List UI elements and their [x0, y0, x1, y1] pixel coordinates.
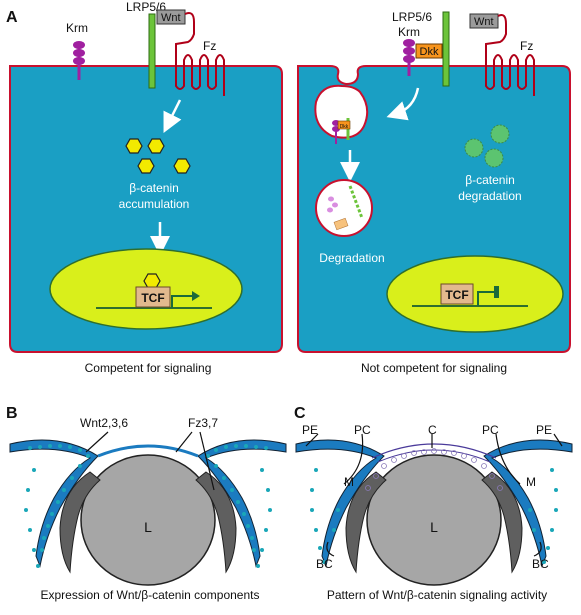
krm-label: Krm	[66, 21, 88, 35]
accumulation-line1: β-catenin	[129, 181, 179, 195]
signaling-activity-dots	[365, 448, 503, 491]
repression-bar	[494, 286, 499, 298]
krm-label-right: Krm	[398, 25, 420, 39]
bc-left-label: BC	[316, 557, 333, 571]
non-competent-cell: Dkk Krm LRP5/6 Dkk Wnt Fz	[297, 10, 571, 375]
c-label: C	[428, 423, 437, 437]
m-right-label: M	[526, 475, 536, 489]
wnt-label: Wnt	[161, 12, 181, 24]
tcf-label-right: TCF	[445, 288, 468, 302]
degraded-fragments	[327, 185, 364, 231]
fz-pointer-2	[199, 431, 215, 491]
right-nucleus	[386, 255, 564, 333]
arrow-to-accumulation	[163, 99, 182, 133]
beta-catenin-hex	[125, 138, 143, 154]
beta-catenin-hex	[147, 138, 165, 154]
lysosome	[315, 179, 373, 237]
fz-receptor	[175, 12, 225, 96]
iris-right-c	[481, 471, 523, 574]
fz-genes-label: Fz3,7	[188, 416, 218, 430]
accumulation-line2: accumulation	[119, 197, 190, 211]
pe-left-label: PE	[302, 423, 318, 437]
wnt-pointer	[85, 431, 109, 453]
lrp-receptor	[148, 13, 156, 89]
transcription-arrowhead	[192, 291, 200, 301]
dkk-protein	[415, 43, 443, 59]
lens-c	[366, 454, 502, 586]
tcf-box-right	[440, 283, 474, 305]
panel-b-eye: L	[9, 431, 287, 586]
arrow-to-vesicle	[386, 87, 420, 121]
beta-catenin-hex	[173, 158, 191, 174]
degraded-beta-catenin	[464, 124, 510, 168]
fz-label-right: Fz	[520, 39, 533, 53]
wnt-ligand-right	[469, 13, 499, 29]
fz-expression-dots	[24, 444, 272, 568]
lrp-label: LRP5/6	[126, 0, 166, 14]
panel-a-letter: A	[6, 9, 18, 26]
ectoderm-top	[97, 444, 199, 458]
pe-right-pointer	[553, 433, 563, 447]
wnt-ligand	[156, 9, 186, 25]
cornea-inner	[377, 449, 491, 463]
lrp-label-right: LRP5/6	[392, 10, 432, 24]
endocytic-vesicle	[314, 84, 369, 139]
degradation-label: Degradation	[319, 251, 384, 265]
wnt-label-right: Wnt	[474, 16, 494, 28]
panel-c-letter: C	[294, 405, 306, 422]
bc-left-pointer	[326, 541, 335, 557]
panel-b-letter: B	[6, 405, 18, 422]
tcf-box	[135, 286, 171, 308]
fz-label: Fz	[203, 39, 216, 53]
left-caption: Competent for signaling	[85, 361, 212, 375]
ciliary-margin-dots	[310, 468, 558, 564]
iris-left-c	[345, 471, 387, 574]
lens	[80, 454, 216, 586]
pe-left-pointer	[305, 433, 319, 447]
krm-receptor	[73, 41, 85, 80]
optic-cup-left	[9, 439, 99, 568]
krm-receptor-right	[403, 39, 415, 76]
nuclear-beta-catenin-hex	[143, 273, 161, 289]
wnt-genes-label: Wnt2,3,6	[80, 416, 128, 430]
fz-receptor-right	[485, 14, 535, 96]
pe-right-label: PE	[536, 423, 552, 437]
degradation-line2: degradation	[458, 189, 521, 203]
lens-label-c: L	[430, 519, 438, 535]
degradation-line1: β-catenin	[465, 173, 515, 187]
lrp-receptor-right	[442, 11, 450, 87]
beta-catenin-hex	[137, 158, 155, 174]
beta-catenin-hexagons	[125, 138, 191, 174]
bc-right-pointer	[533, 541, 542, 557]
lens-label: L	[144, 519, 152, 535]
competent-cell: Krm LRP5/6 Wnt Fz β-catenin accumulation…	[9, 0, 283, 375]
pc-right-label: PC	[482, 423, 499, 437]
pc-left-pointer	[343, 433, 364, 485]
optic-cup-right	[197, 439, 287, 568]
dkk-small-label: Dkk	[340, 124, 349, 130]
dkk-label: Dkk	[420, 46, 439, 58]
cornea-outer	[371, 443, 497, 459]
iris-left	[59, 471, 101, 574]
tcf-label: TCF	[141, 291, 164, 305]
right-caption: Not competent for signaling	[361, 361, 507, 375]
internalized-complex	[332, 118, 351, 144]
fz-pointer-1	[175, 431, 193, 453]
transcription-arrow	[171, 295, 192, 308]
repressed-promoter	[477, 291, 494, 306]
panel-b-caption: Expression of Wnt/β-catenin components	[40, 588, 259, 602]
bc-right-label: BC	[532, 557, 549, 571]
m-left-label: M	[344, 475, 354, 489]
panel-c-caption: Pattern of Wnt/β-catenin signaling activ…	[327, 588, 547, 602]
pc-left-label: PC	[354, 423, 371, 437]
pc-right-pointer	[495, 433, 521, 485]
panel-c-eye: L	[295, 433, 573, 586]
iris-right	[195, 471, 237, 574]
